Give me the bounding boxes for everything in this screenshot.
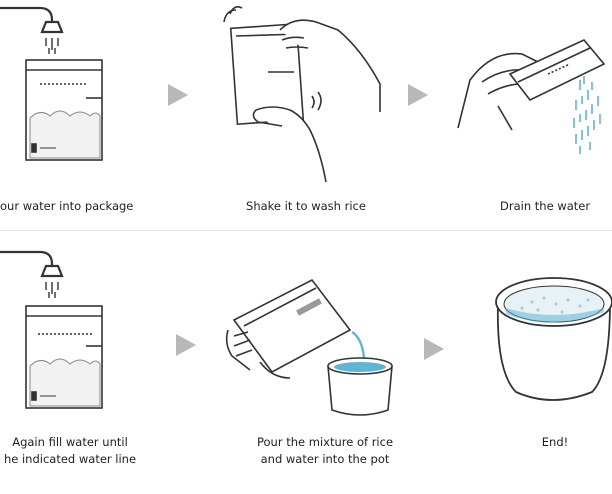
rice-package-icon — [25, 305, 103, 409]
step-5-caption: Pour the mixture of rice and water into … — [240, 434, 410, 468]
faucet-icon — [0, 250, 64, 278]
rice-package-icon — [25, 59, 103, 161]
step-6-illustration — [495, 277, 612, 401]
step-2-caption: Shake it to wash rice — [246, 199, 366, 213]
draining-water-icon — [573, 76, 601, 154]
hands-shaking-package-icon — [223, 6, 381, 183]
step-1-illustration — [0, 6, 103, 161]
pot-icon — [327, 357, 393, 416]
faucet-icon — [0, 6, 64, 34]
step-4-caption-line-2: he indicated water line — [3, 452, 137, 466]
arrow-right-icon — [408, 84, 428, 106]
hands-pouring-package-icon — [225, 278, 352, 379]
hands-draining-package-icon — [457, 39, 606, 131]
step-1-caption: our water into package — [0, 199, 134, 213]
step-5-illustration — [225, 278, 393, 416]
step-4-caption: Again fill water until he indicated wate… — [0, 434, 140, 468]
arrow-right-icon — [176, 334, 196, 356]
arrow-right-icon — [168, 84, 188, 106]
step-6-caption: End! — [541, 435, 569, 449]
step-5-caption-line-2: and water into the pot — [260, 452, 390, 466]
step-3-illustration — [457, 39, 606, 154]
water-drops-icon — [45, 282, 59, 298]
pouring-water-icon — [351, 330, 366, 359]
step-2-illustration — [223, 6, 381, 183]
step-5-caption-line-1: Pour the mixture of rice — [256, 435, 394, 449]
rice-cooker-pot-icon — [495, 277, 612, 401]
step-4-illustration — [0, 250, 103, 409]
step-4-caption-line-1: Again fill water until — [12, 435, 128, 449]
water-drops-icon — [45, 38, 59, 54]
row-divider — [0, 230, 612, 231]
step-3-caption: Drain the water — [500, 199, 591, 213]
arrow-right-icon — [424, 338, 444, 360]
